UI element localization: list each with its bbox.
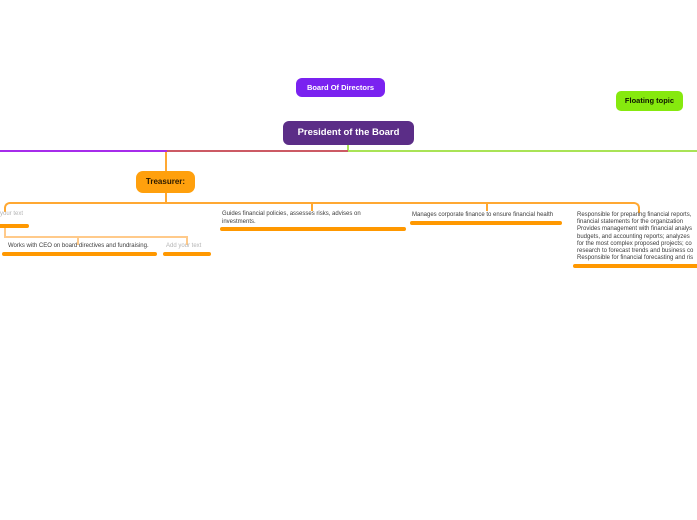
drop-guides bbox=[311, 203, 313, 211]
node-add-your-text-label[interactable]: Add your text bbox=[166, 243, 202, 249]
subrail-horizontal bbox=[4, 236, 188, 238]
node-board-of-directors[interactable]: Board Of Directors bbox=[296, 78, 385, 97]
treasurer-bottom-connector bbox=[165, 193, 167, 202]
branch-line-green bbox=[348, 150, 697, 152]
rail-corner-left bbox=[4, 202, 14, 212]
node-floating-topic[interactable]: Floating topic bbox=[616, 91, 683, 111]
responsible-line-2: financial statements for the organizatio… bbox=[577, 219, 684, 226]
node-guides-label[interactable]: Guides financial policies, assesses risk… bbox=[222, 211, 361, 225]
children-rail bbox=[12, 202, 630, 204]
subrail-vertical bbox=[4, 228, 6, 238]
branch-line-red bbox=[167, 150, 348, 152]
responsible-line-6: research to forecast trends and business… bbox=[577, 248, 694, 255]
responsible-line-5: for the most complex proposed projects; … bbox=[577, 240, 692, 247]
node-works-with-ceo-label[interactable]: Works with CEO on board directives and f… bbox=[8, 243, 149, 249]
responsible-line-4: budgets, and accounting reports; analyze… bbox=[577, 233, 690, 240]
treasurer-top-connector bbox=[165, 152, 167, 171]
president-stub-connector bbox=[347, 145, 349, 150]
responsible-line-7: Responsible for financial forecasting an… bbox=[577, 255, 694, 262]
node-guides-underline bbox=[220, 227, 406, 231]
rail-corner-right bbox=[630, 202, 640, 213]
branch-line-purple bbox=[0, 150, 167, 152]
node-manages-underline bbox=[410, 221, 562, 225]
node-president-of-the-board[interactable]: President of the Board bbox=[283, 121, 414, 145]
node-manages-label[interactable]: Manages corporate finance to ensure fina… bbox=[412, 212, 554, 218]
drop-works-with-ceo bbox=[77, 237, 79, 245]
node-add-your-text-underline bbox=[163, 252, 211, 256]
node-left-placeholder-underline bbox=[0, 224, 29, 228]
node-treasurer[interactable]: Treasurer: bbox=[136, 171, 195, 193]
node-works-with-ceo-underline bbox=[2, 252, 157, 256]
drop-add-your-text bbox=[186, 237, 188, 245]
node-responsible-underline bbox=[573, 264, 697, 268]
responsible-line-1: Responsible for preparing financial repo… bbox=[577, 212, 692, 218]
node-left-placeholder-label[interactable]: your text bbox=[0, 211, 24, 217]
node-responsible-label[interactable]: Responsible for preparing financial repo… bbox=[577, 212, 693, 262]
drop-manages bbox=[486, 203, 488, 211]
responsible-line-3: Provides management with financial analy… bbox=[577, 226, 693, 233]
